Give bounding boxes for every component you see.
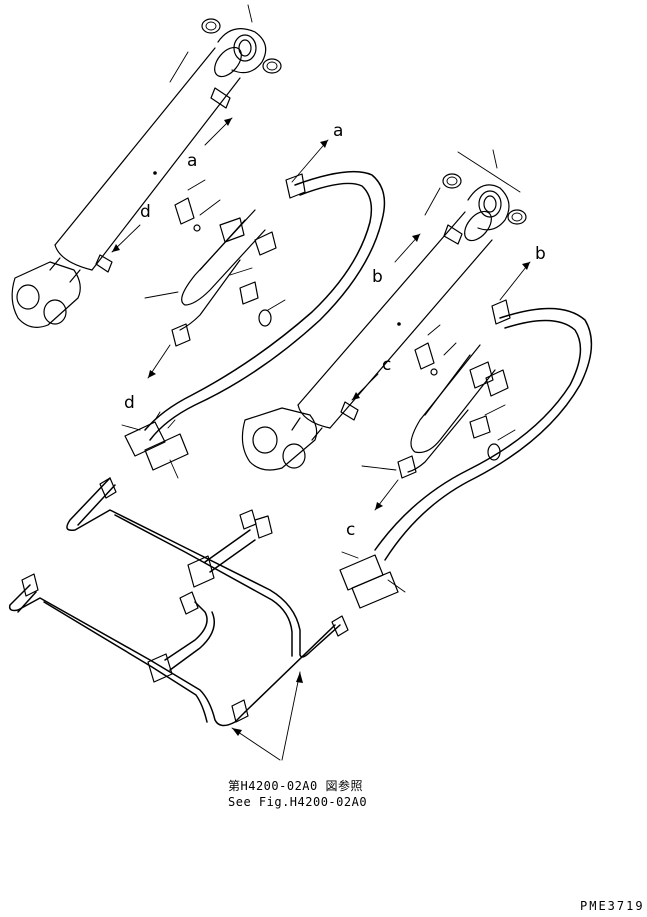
flow-arrows	[111, 117, 531, 761]
drawing-code: PME3719	[580, 899, 645, 913]
left-hydraulic-cylinder	[11, 4, 282, 328]
callout-a-upper: a	[333, 121, 343, 141]
callout-c-upper: c	[382, 355, 391, 375]
callout-a-side: a	[187, 151, 197, 171]
lower-piping	[8, 411, 406, 727]
callout-d-upper: d	[140, 202, 151, 222]
callout-c-lower: c	[346, 520, 355, 540]
left-hose-assembly	[144, 170, 386, 441]
reference-note-en: See Fig.H4200-02A0	[228, 795, 367, 809]
callout-b-side: b	[372, 267, 383, 287]
callout-d-lower: d	[124, 393, 135, 413]
callout-b-upper: b	[535, 244, 546, 264]
right-hose-assembly	[361, 299, 593, 561]
reference-note-jp: 第H4200-02A0 図参照	[228, 778, 363, 793]
